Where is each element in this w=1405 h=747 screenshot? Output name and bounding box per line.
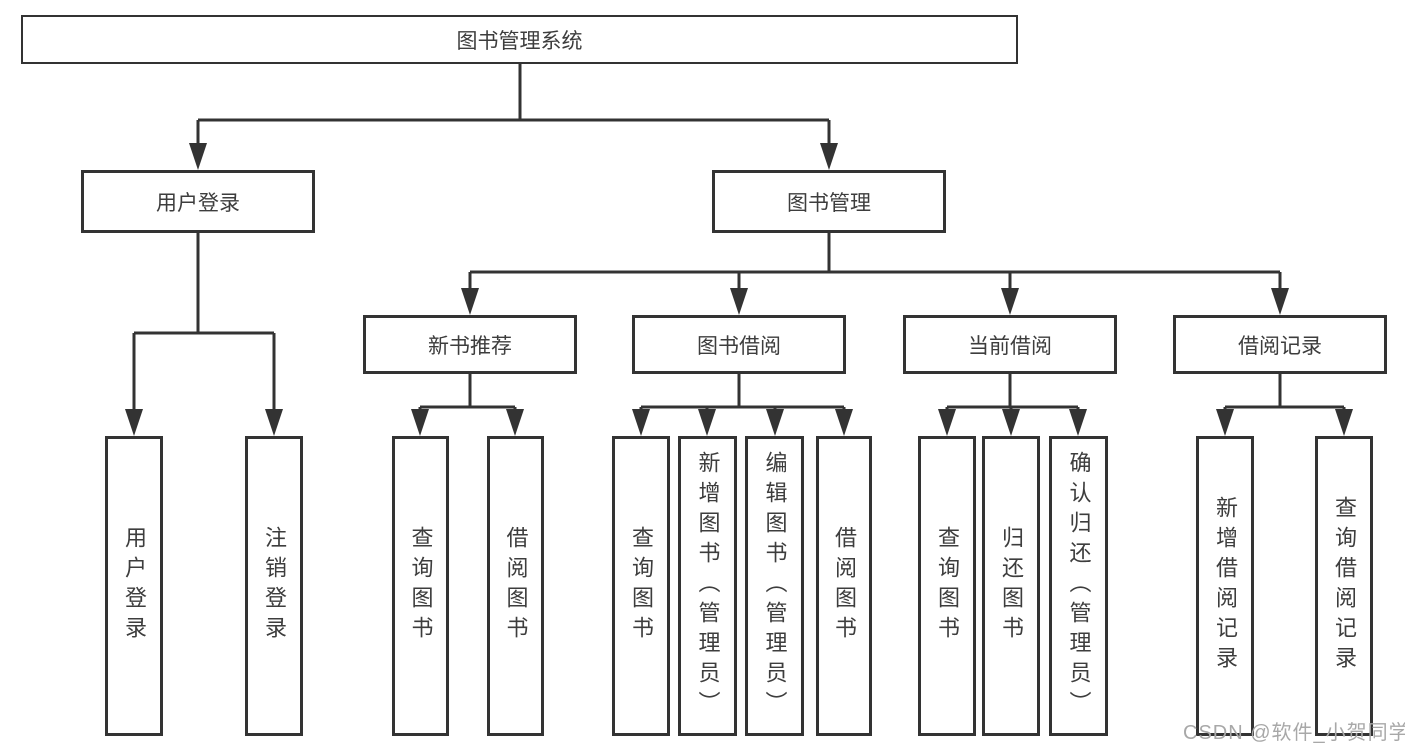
leaf-current-query: 查询图书 (918, 436, 976, 736)
leaf-logout: 注销登录 (245, 436, 303, 736)
node-current-borrow-label: 当前借阅 (968, 334, 1052, 358)
leaf-records-add-label: 新增借阅记录 (1213, 496, 1238, 676)
node-user-login: 用户登录 (81, 170, 315, 233)
leaf-borrow-edit-admin: 编辑图书（管理员） (745, 436, 804, 736)
leaf-user-login: 用户登录 (105, 436, 163, 736)
leaf-current-return: 归还图书 (982, 436, 1040, 736)
node-new-book-recommend: 新书推荐 (363, 315, 577, 374)
node-root: 图书管理系统 (21, 15, 1018, 64)
node-book-management-label: 图书管理 (787, 191, 871, 215)
node-current-borrow: 当前借阅 (903, 315, 1117, 374)
leaf-borrow-add-admin-label: 新增图书（管理员） (695, 451, 721, 721)
leaf-newbooks-borrow: 借阅图书 (487, 436, 544, 736)
leaf-current-confirm-return-admin: 确认归还（管理员） (1049, 436, 1108, 736)
leaf-borrow-edit-admin-label: 编辑图书（管理员） (762, 451, 788, 721)
leaf-borrow-borrow-label: 借阅图书 (832, 526, 857, 646)
node-root-label: 图书管理系统 (456, 29, 583, 53)
csdn-watermark: CSDN @软件_小贺同学 (1183, 722, 1405, 744)
leaf-current-confirm-return-admin-label: 确认归还（管理员） (1066, 451, 1092, 721)
leaf-newbooks-borrow-label: 借阅图书 (503, 526, 529, 646)
node-book-borrow-label: 图书借阅 (697, 334, 781, 358)
node-borrow-records: 借阅记录 (1173, 315, 1387, 374)
node-book-borrow: 图书借阅 (632, 315, 846, 374)
leaf-records-query: 查询借阅记录 (1315, 436, 1373, 736)
leaf-records-add: 新增借阅记录 (1196, 436, 1254, 736)
node-new-book-recommend-label: 新书推荐 (428, 334, 512, 358)
arrowhead-group (125, 143, 1353, 436)
leaf-newbooks-query: 查询图书 (392, 436, 449, 736)
leaf-borrow-query: 查询图书 (612, 436, 670, 736)
leaf-borrow-query-label: 查询图书 (629, 526, 654, 646)
leaf-current-return-label: 归还图书 (999, 526, 1024, 646)
leaf-user-login-label: 用户登录 (122, 526, 147, 646)
leaf-records-query-label: 查询借阅记录 (1332, 496, 1357, 676)
leaf-borrow-add-admin: 新增图书（管理员） (678, 436, 737, 736)
node-borrow-records-label: 借阅记录 (1238, 334, 1322, 358)
leaf-borrow-borrow: 借阅图书 (816, 436, 872, 736)
leaf-logout-label: 注销登录 (262, 526, 287, 646)
node-user-login-label: 用户登录 (156, 191, 240, 215)
node-book-management: 图书管理 (712, 170, 946, 233)
leaf-current-query-label: 查询图书 (935, 526, 960, 646)
leaf-newbooks-query-label: 查询图书 (408, 526, 434, 646)
